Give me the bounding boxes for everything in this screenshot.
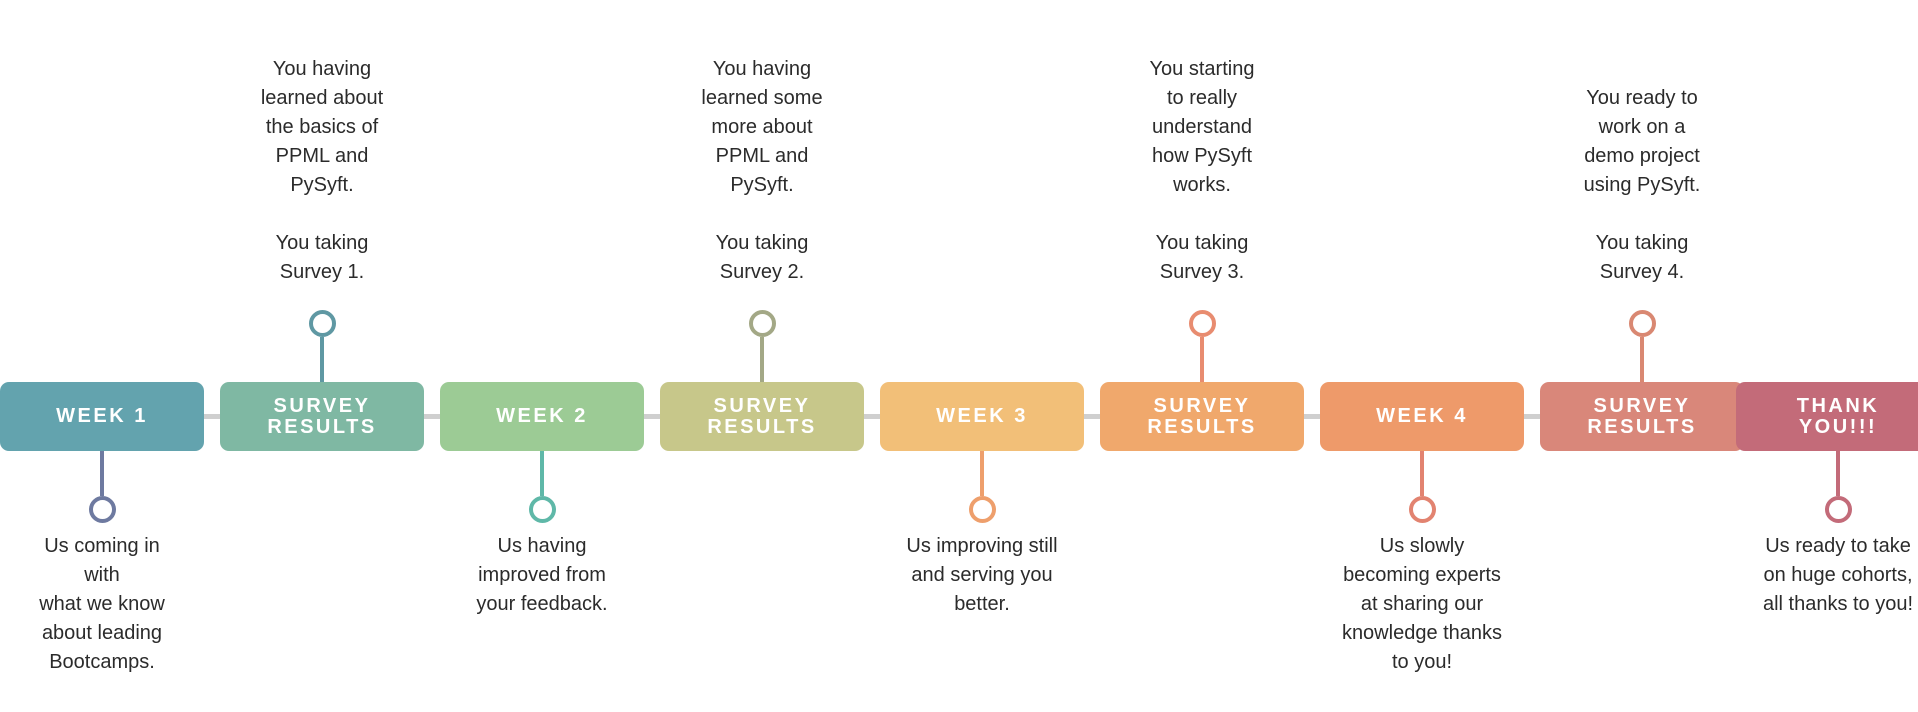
step-description-7: Us slowly becoming experts at sharing ou…: [1341, 535, 1503, 673]
connector-stem-7: [1420, 451, 1424, 496]
milestone-marker-1: [88, 496, 116, 523]
connector-stem-4: [760, 337, 764, 382]
milestone-marker-8: [1628, 310, 1656, 337]
connector-stem-9: [1836, 451, 1840, 496]
step-description-6: You starting to really understand how Py…: [1149, 58, 1255, 283]
step-box-7: WEEK 4: [1320, 382, 1524, 451]
connector-stem-5: [980, 451, 984, 496]
milestone-marker-6: [1188, 310, 1216, 337]
step-box-1: WEEK 1: [0, 382, 204, 451]
step-box-2: SURVEY RESULTS: [220, 382, 424, 451]
milestone-marker-7: [1408, 496, 1436, 523]
milestone-marker-2: [308, 310, 336, 337]
step-box-8: SURVEY RESULTS: [1540, 382, 1744, 451]
step-box-9: THANK YOU!!!: [1736, 382, 1918, 451]
connector-stem-3: [540, 451, 544, 496]
step-description-2: You having learned about the basics of P…: [260, 58, 384, 283]
step-box-4: SURVEY RESULTS: [660, 382, 864, 451]
milestone-marker-3: [528, 496, 556, 523]
milestone-marker-4: [748, 310, 776, 337]
connector-stem-1: [100, 451, 104, 496]
step-description-8: You ready to work on a demo project usin…: [1583, 87, 1701, 283]
step-description-3: Us having improved from your feedback.: [476, 535, 608, 615]
step-description-5: Us improving still and serving you bette…: [906, 535, 1058, 615]
step-box-3: WEEK 2: [440, 382, 644, 451]
connector-stem-2: [320, 337, 324, 382]
step-box-6: SURVEY RESULTS: [1100, 382, 1304, 451]
step-description-4: You having learned some more about PPML …: [701, 58, 823, 283]
milestone-marker-9: [1824, 496, 1852, 523]
connector-stem-8: [1640, 337, 1644, 382]
step-box-5: WEEK 3: [880, 382, 1084, 451]
step-description-1: Us coming in with what we know about lea…: [39, 535, 165, 673]
milestone-marker-5: [968, 496, 996, 523]
step-description-9: Us ready to take on huge cohorts, all th…: [1762, 535, 1914, 615]
connector-stem-6: [1200, 337, 1204, 382]
